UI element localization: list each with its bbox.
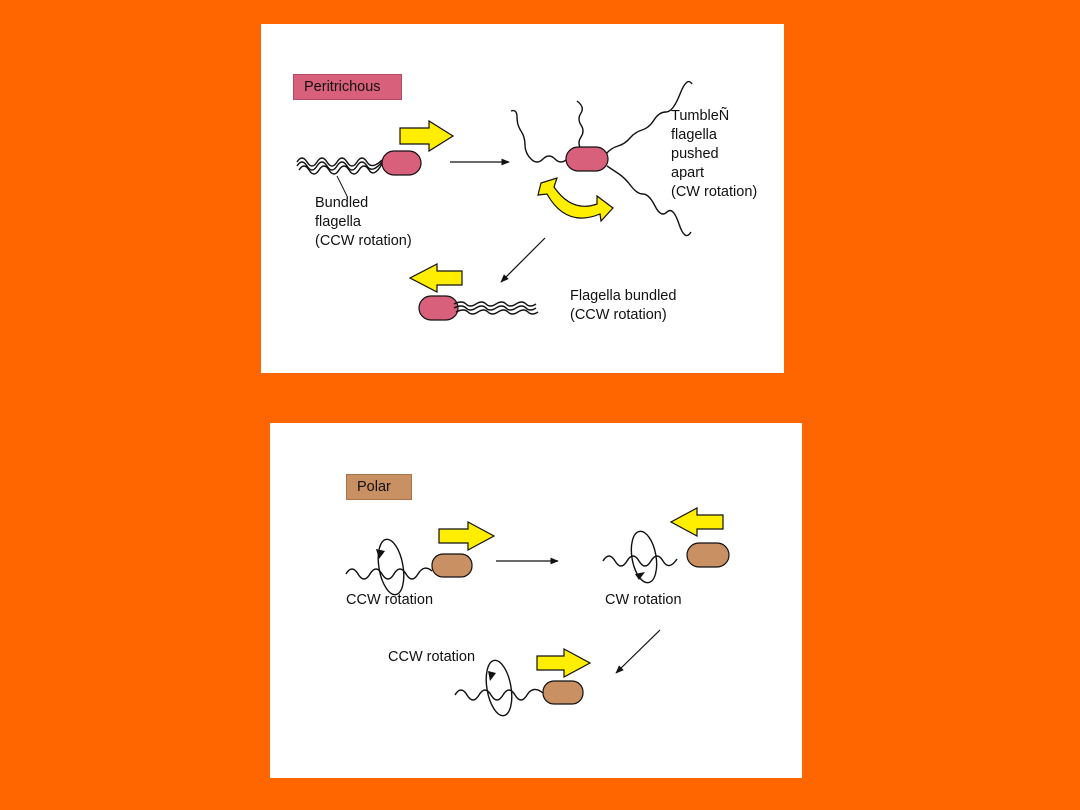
- tumble-label-line: pushed: [671, 146, 719, 162]
- ccw-rotation-label-1: CCW rotation: [346, 592, 434, 608]
- polar-flagellum-2: [602, 530, 678, 584]
- bundled-label-line: flagella: [315, 214, 361, 230]
- polar-diagram: [345, 506, 730, 717]
- yellow-arrow-right-icon: [438, 520, 496, 552]
- cell-polar-3: [542, 680, 584, 705]
- cw-rotation-arrowhead-icon: [635, 572, 645, 580]
- bundled-flagella: [296, 157, 383, 175]
- ccw-rotation-label-2: CCW rotation: [388, 649, 476, 665]
- peritrichous-panel: Peritrichous Bundled flagella (CCW rotat…: [261, 24, 784, 373]
- tumble-label: TumbleÑ flagella pushed apart (CW rotati…: [671, 107, 757, 202]
- tumble-label-line: apart: [671, 165, 705, 181]
- peritrichous-diagram: [296, 80, 693, 321]
- yellow-arrow-left-icon: [408, 263, 463, 293]
- process-arrow-4: [615, 629, 661, 674]
- cell-polar-1: [431, 553, 473, 578]
- cell-peritrichous-3: [418, 295, 459, 321]
- cell-polar-2: [686, 542, 730, 568]
- yellow-arrow-left-icon: [669, 506, 724, 538]
- ccw-rotation-arrowhead-icon: [376, 549, 385, 559]
- ccw-rotation-arrowhead-icon: [488, 671, 496, 681]
- polar-flagellum-3: [454, 659, 544, 717]
- tumble-label-line: (CW rotation): [671, 184, 758, 200]
- cell-peritrichous-1: [381, 150, 422, 176]
- tumble-label-line: TumbleÑ: [671, 108, 730, 124]
- tumbling-flagella: [510, 80, 693, 237]
- process-arrow-2: [500, 237, 546, 283]
- bundled-label-line: (CCW rotation): [315, 233, 412, 249]
- rebundled-label-line: (CCW rotation): [570, 307, 667, 323]
- rebundled-label-line: Flagella bundled: [570, 288, 677, 304]
- flagella-bundled-label: Flagella bundled (CCW rotation): [570, 287, 676, 325]
- rebundled-flagella: [453, 301, 539, 315]
- peritrichous-tag: Peritrichous: [293, 74, 402, 100]
- cell-peritrichous-2: [565, 146, 609, 172]
- yellow-curved-double-arrow-icon: [537, 177, 614, 223]
- yellow-arrow-right-icon: [536, 647, 592, 679]
- polar-panel: Polar CCW rotation CW rotation CCW rotat…: [270, 423, 802, 778]
- bundled-flagella-label: Bundled flagella (CCW rotation): [315, 194, 412, 251]
- yellow-arrow-right-icon: [399, 119, 455, 153]
- pointer-line: [336, 175, 348, 197]
- polar-tag: Polar: [346, 474, 412, 500]
- cw-rotation-label: CW rotation: [605, 592, 682, 608]
- bundled-label-line: Bundled: [315, 195, 369, 211]
- tumble-label-line: flagella: [671, 127, 717, 143]
- polar-flagellum-1: [345, 538, 433, 596]
